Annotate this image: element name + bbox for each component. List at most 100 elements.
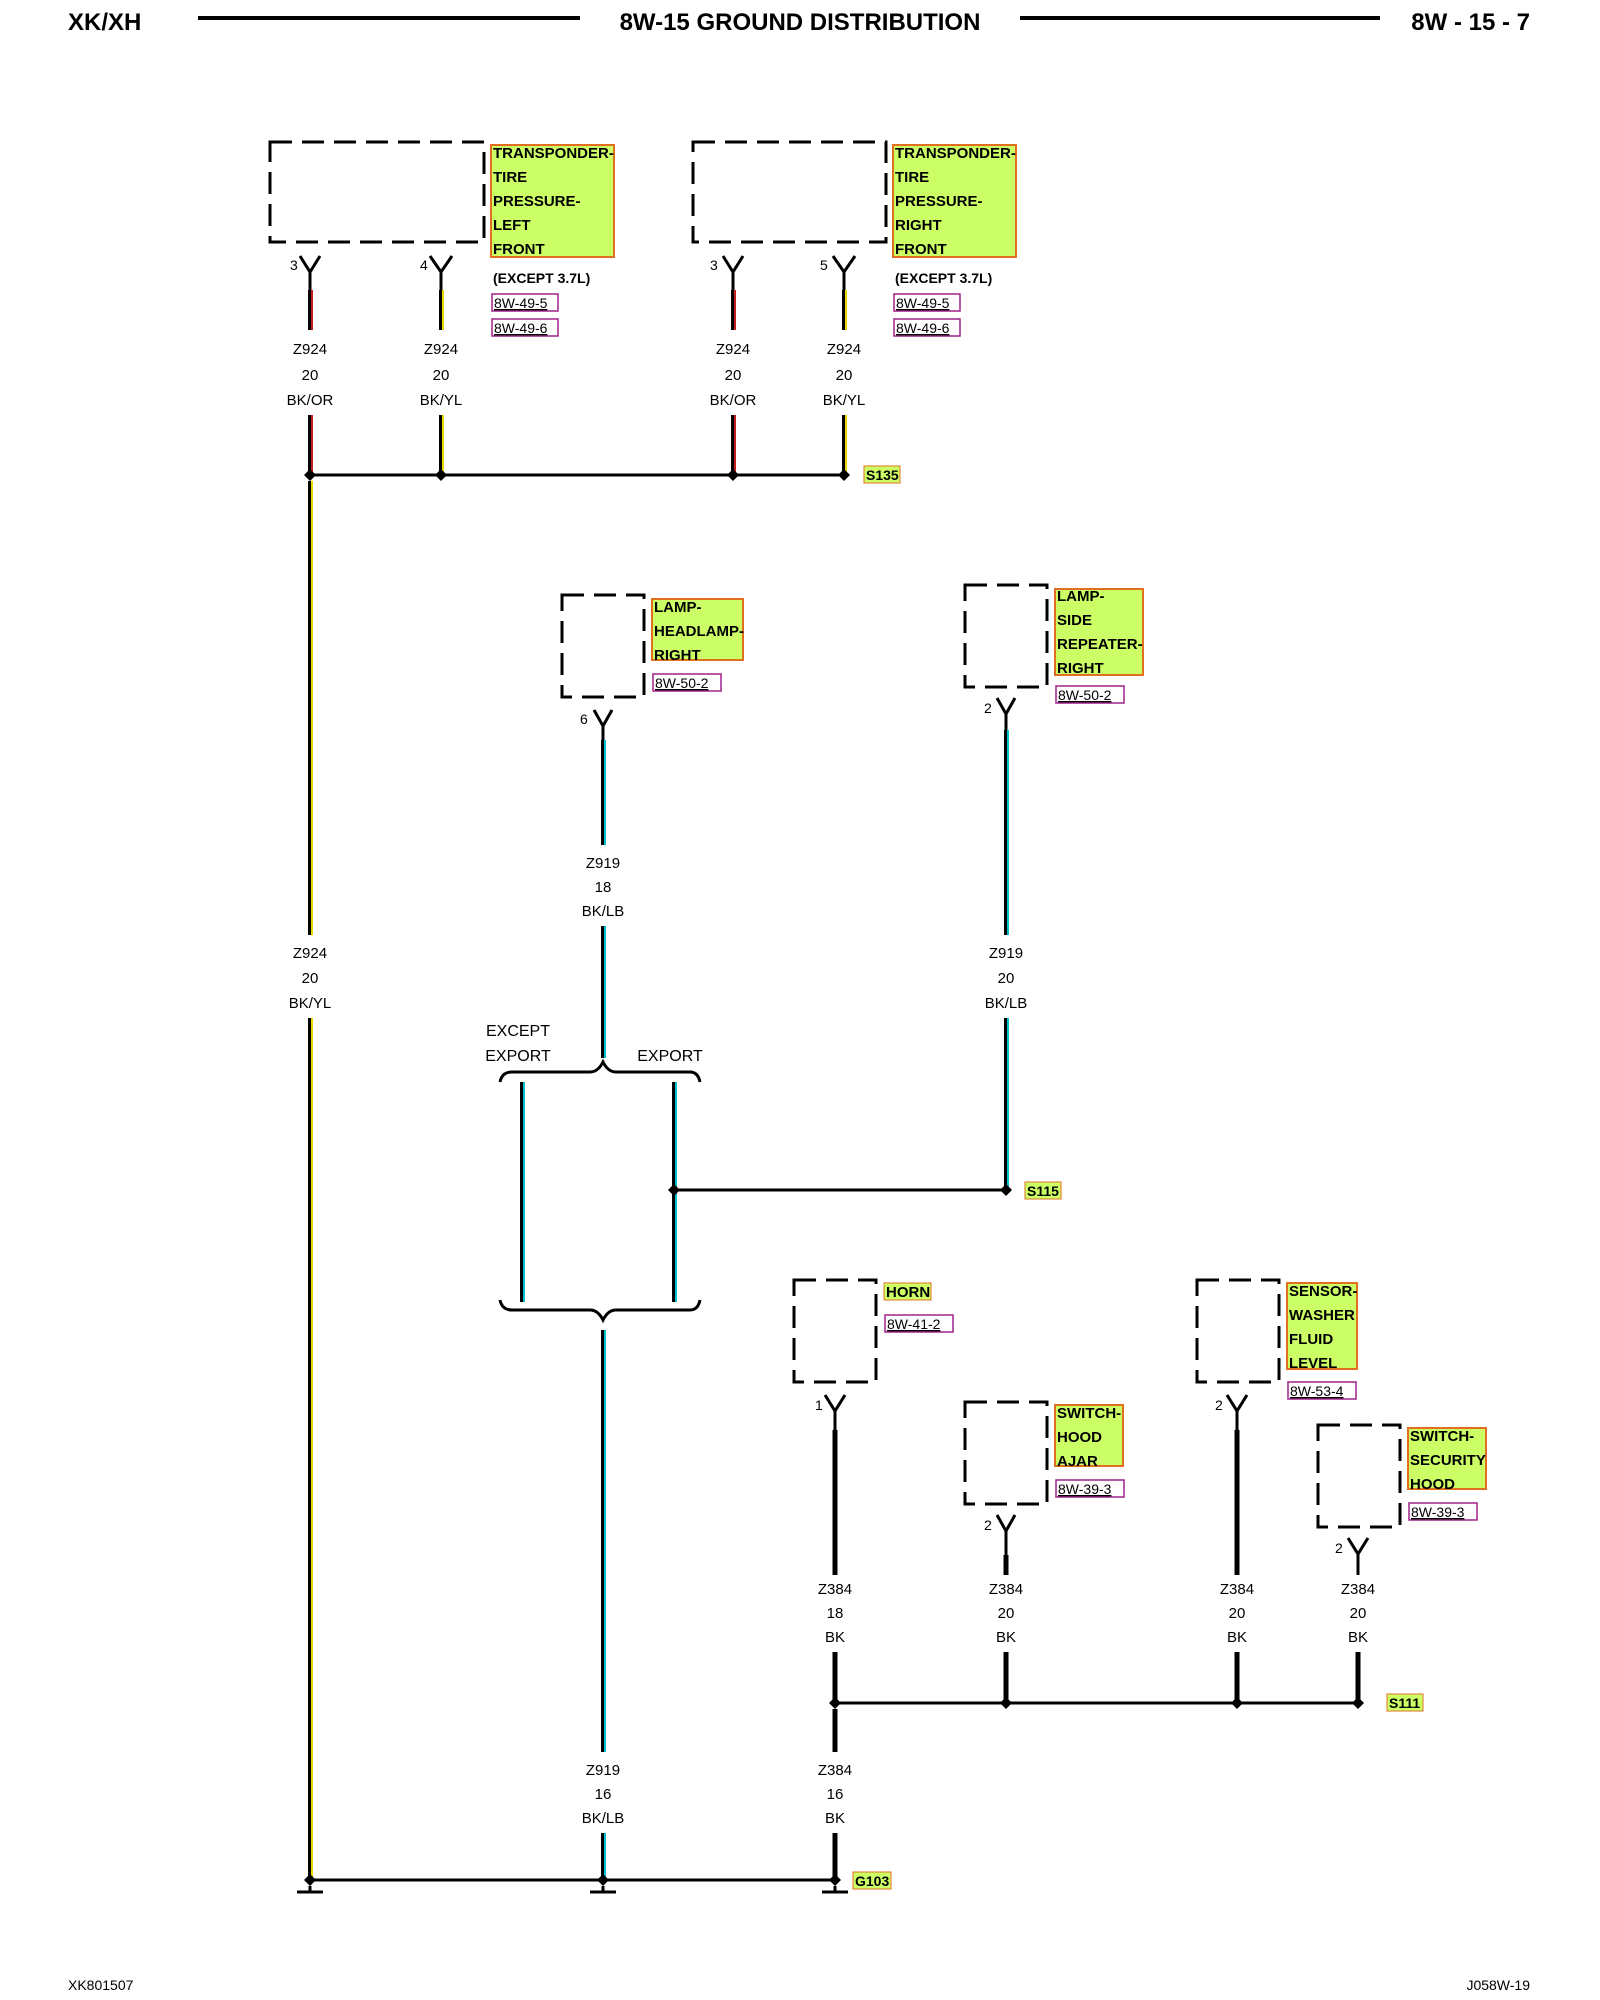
component-name: TRANSPONDER- bbox=[493, 145, 614, 162]
component-label-box bbox=[883, 1282, 932, 1301]
pin-number: 6 bbox=[580, 711, 588, 727]
pin-number: 4 bbox=[420, 257, 428, 273]
page-reference-link[interactable]: 8W-53-4 bbox=[1290, 1383, 1344, 1399]
wire-color: BK/LB bbox=[582, 1810, 625, 1827]
wire-gauge: 16 bbox=[827, 1786, 844, 1803]
component-label-box bbox=[1286, 1282, 1358, 1370]
tpms-wiring: Z924 20 BK/OR Z924 20 BK/YL Z924 20 BK/O… bbox=[287, 255, 901, 484]
page-reference-link[interactable]: 8W-49-5 bbox=[494, 295, 548, 311]
wire-gauge: 20 bbox=[998, 970, 1015, 987]
wire-color: BK bbox=[996, 1629, 1016, 1646]
component-headlamp-right: LAMP- HEADLAMP- RIGHT 8W-50-2 6 bbox=[560, 593, 744, 740]
component-name: FLUID bbox=[1289, 1331, 1333, 1348]
wire-gauge: 20 bbox=[836, 367, 853, 384]
condition-label: EXPORT bbox=[637, 1048, 703, 1065]
component-name: HOOD bbox=[1410, 1476, 1455, 1493]
component-label-box bbox=[651, 598, 744, 661]
wire-gauge: 20 bbox=[998, 1605, 1015, 1622]
page-reference-link[interactable]: 8W-50-2 bbox=[655, 675, 709, 691]
splice-dots bbox=[304, 469, 850, 481]
component-tpms-right-front: TRANSPONDER- TIRE PRESSURE- RIGHT FRONT … bbox=[691, 140, 1017, 337]
wire-circuit: Z924 bbox=[827, 341, 861, 358]
wire-color: BK/OR bbox=[710, 392, 757, 409]
component-name: HOOD bbox=[1057, 1429, 1102, 1446]
component-name: RIGHT bbox=[895, 217, 942, 234]
wire-circuit: Z919 bbox=[586, 855, 620, 872]
component-name: FRONT bbox=[493, 241, 545, 258]
variant-note: (EXCEPT 3.7L) bbox=[895, 270, 992, 286]
condition-label: EXPORT bbox=[485, 1048, 551, 1065]
component-name: LEVEL bbox=[1289, 1355, 1337, 1372]
page-reference-link[interactable]: 8W-50-2 bbox=[1058, 687, 1112, 703]
variant-note: (EXCEPT 3.7L) bbox=[493, 270, 590, 286]
component-name: SECURITY bbox=[1410, 1452, 1486, 1469]
z919-side-repeater-wire: Z919 20 BK/LB S115 bbox=[668, 730, 1062, 1200]
wire-color: BK bbox=[825, 1810, 845, 1827]
component-name: PRESSURE- bbox=[493, 193, 581, 210]
component-label-box bbox=[892, 144, 1017, 258]
component-name: RIGHT bbox=[1057, 660, 1104, 677]
component-name: AJAR bbox=[1057, 1453, 1098, 1470]
component-name: LEFT bbox=[493, 217, 531, 234]
wire-color: BK/YL bbox=[420, 392, 463, 409]
wire-gauge: 20 bbox=[302, 367, 319, 384]
wire-color: BK/YL bbox=[289, 995, 332, 1012]
footer-sheet-id: J058W-19 bbox=[1466, 1977, 1530, 1993]
header-page-number: 8W - 15 - 7 bbox=[1411, 9, 1530, 36]
component-name: SWITCH- bbox=[1057, 1405, 1121, 1422]
pin-number: 3 bbox=[290, 257, 298, 273]
page-reference-link[interactable]: 8W-39-3 bbox=[1411, 1504, 1465, 1520]
component-name: SWITCH- bbox=[1410, 1428, 1474, 1445]
component-label-box bbox=[1407, 1427, 1487, 1490]
page-reference-link[interactable]: 8W-49-5 bbox=[896, 295, 950, 311]
page-reference-link[interactable]: 8W-39-3 bbox=[1058, 1481, 1112, 1497]
pin-number: 2 bbox=[984, 700, 992, 716]
wire-circuit: Z924 bbox=[293, 945, 327, 962]
page-reference-link[interactable]: 8W-49-6 bbox=[896, 320, 950, 336]
wire-gauge: 20 bbox=[725, 367, 742, 384]
ground-label: G103 bbox=[855, 1873, 889, 1889]
page-header: XK/XH 8W-15 GROUND DISTRIBUTION 8W - 15 … bbox=[68, 9, 1530, 36]
component-name: TRANSPONDER- bbox=[895, 145, 1016, 162]
component-name: SENSOR- bbox=[1289, 1283, 1357, 1300]
page-reference-link[interactable]: 8W-41-2 bbox=[887, 1316, 941, 1332]
wire-color: BK bbox=[1227, 1629, 1247, 1646]
z919-headlamp-wire: Z919 18 BK/LB bbox=[582, 740, 624, 1058]
wire-circuit: Z384 bbox=[1220, 1581, 1254, 1598]
condition-label: EXCEPT bbox=[486, 1023, 550, 1040]
wire-color: BK bbox=[825, 1629, 845, 1646]
component-sensor-washer-fluid-level: SENSOR- WASHER FLUID LEVEL 8W-53-4 2 bbox=[1195, 1278, 1358, 1430]
splice-label: S111 bbox=[1389, 1695, 1420, 1711]
wire-circuit: Z919 bbox=[586, 1762, 620, 1779]
page-reference-link[interactable]: 8W-49-6 bbox=[494, 320, 548, 336]
z919-ground-wire: Z919 16 BK/LB bbox=[582, 1330, 625, 1880]
component-name: FRONT bbox=[895, 241, 947, 258]
component-name: RIGHT bbox=[654, 647, 701, 664]
wire-color: BK bbox=[1348, 1629, 1368, 1646]
wire-circuit: Z384 bbox=[1341, 1581, 1375, 1598]
header-title: 8W-15 GROUND DISTRIBUTION bbox=[620, 9, 981, 36]
z384-wiring: Z384 18 BK Z384 20 BK Z384 20 BK Z384 20… bbox=[818, 1430, 1424, 1880]
wire-circuit: Z384 bbox=[818, 1581, 852, 1598]
pin-number: 3 bbox=[710, 257, 718, 273]
wire-circuit: Z924 bbox=[424, 341, 458, 358]
component-name: HEADLAMP- bbox=[654, 623, 744, 640]
footer-drawing-id: XK801507 bbox=[68, 1977, 134, 1993]
wire-circuit: Z924 bbox=[293, 341, 327, 358]
ground-g103: G103 bbox=[297, 1871, 892, 1894]
component-name: TIRE bbox=[895, 169, 929, 186]
component-name: PRESSURE- bbox=[895, 193, 983, 210]
pin-number: 2 bbox=[984, 1517, 992, 1533]
pin-number: 2 bbox=[1335, 1540, 1343, 1556]
pin-number: 5 bbox=[820, 257, 828, 273]
component-name: SIDE bbox=[1057, 612, 1092, 629]
header-model: XK/XH bbox=[68, 9, 141, 36]
wire-gauge: 20 bbox=[302, 970, 319, 987]
component-switch-security-hood: SWITCH- SECURITY HOOD 8W-39-3 2 bbox=[1316, 1423, 1487, 1575]
wire-gauge: 16 bbox=[595, 1786, 612, 1803]
component-switch-hood-ajar: SWITCH- HOOD AJAR 8W-39-3 2 bbox=[963, 1400, 1125, 1555]
component-horn: HORN 8W-41-2 1 bbox=[792, 1278, 954, 1430]
component-name: LAMP- bbox=[654, 599, 702, 616]
wire-gauge: 20 bbox=[1229, 1605, 1246, 1622]
